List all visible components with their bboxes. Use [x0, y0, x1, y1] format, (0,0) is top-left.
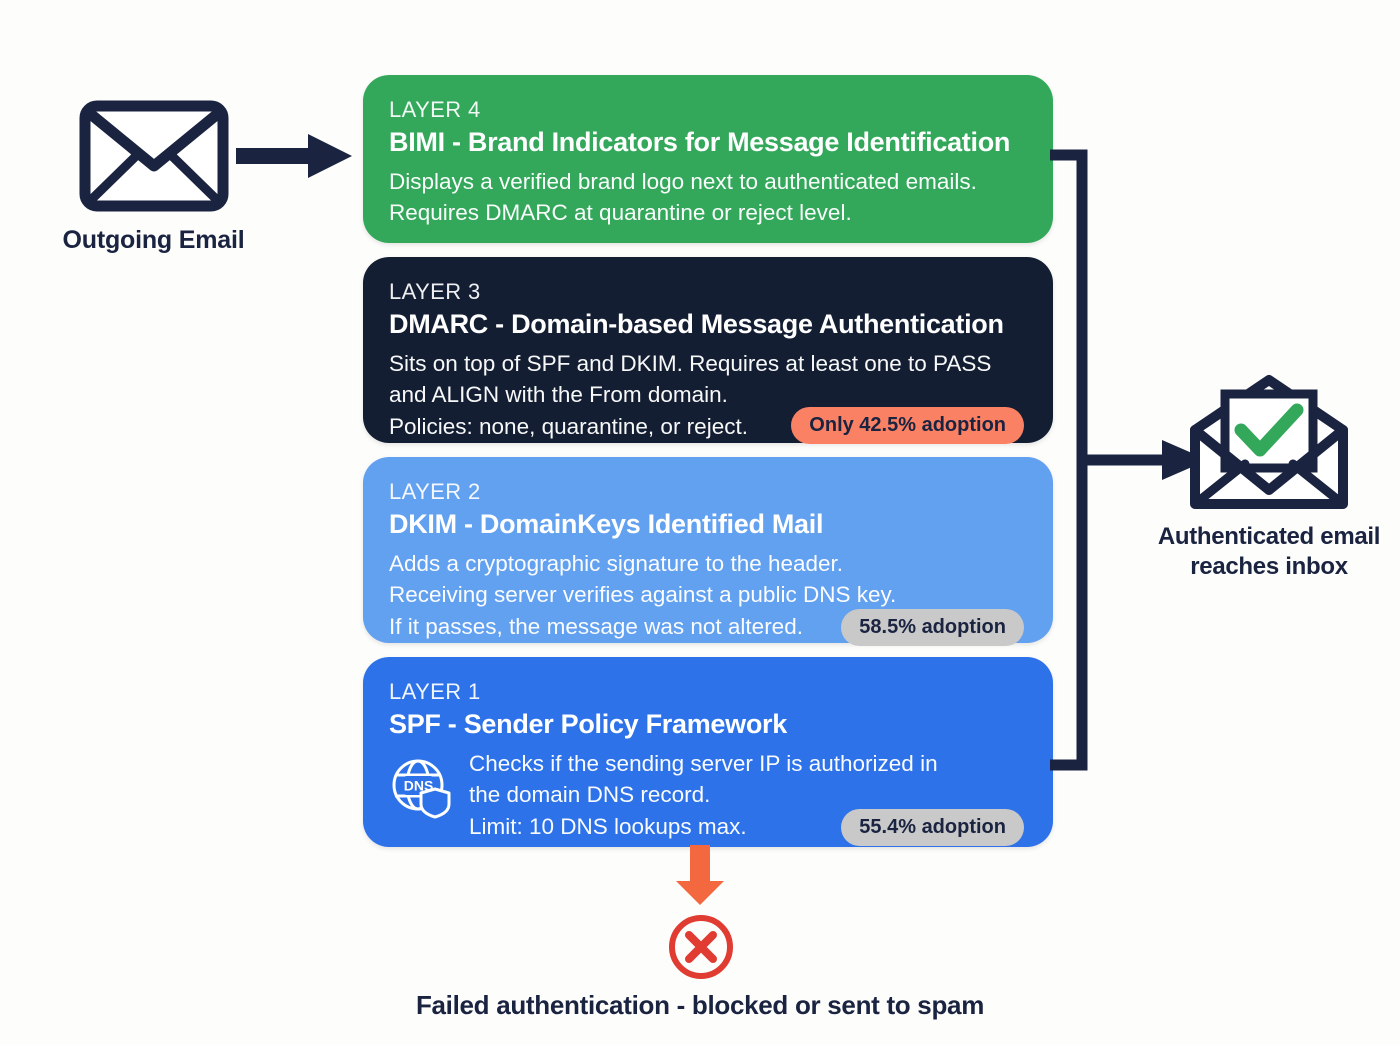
layer-kicker: LAYER 3 [389, 279, 481, 304]
source-caption: Outgoing Email [62, 226, 245, 254]
layer-title: DKIM - DomainKeys Identified Mail [389, 509, 824, 540]
status-badge-dmarc-adoption: Only 42.5% adoption [791, 407, 1024, 445]
layer-desc-line: Sits on top of SPF and DKIM. Requires at… [389, 350, 992, 376]
arrow-right-icon [236, 132, 354, 185]
layer-desc-line: Requires DMARC at quarantine or reject l… [389, 200, 852, 226]
layer-desc-line: and ALIGN with the From domain. [389, 382, 728, 408]
layer-desc-line: Receiving server verifies against a publ… [389, 582, 897, 608]
layer-card-bimi[interactable]: LAYER 4 BIMI - Brand Indicators for Mess… [363, 75, 1053, 243]
envelope-icon [46, 100, 261, 212]
layer-desc-line: Limit: 10 DNS lookups max. [469, 813, 747, 839]
success-node: Authenticated email reaches inbox [1155, 372, 1383, 582]
layer-kicker: LAYER 1 [389, 679, 481, 704]
layer-desc-line: Checks if the sending server IP is autho… [469, 750, 938, 776]
layer-desc-line: Adds a cryptographic signature to the he… [389, 550, 844, 576]
layer-description: Sits on top of SPF and DKIM. Requires at… [389, 348, 1027, 443]
envelope-check-icon [1155, 372, 1383, 512]
layer-desc-line: the domain DNS record. [469, 782, 711, 808]
bracket-connector [1047, 140, 1240, 785]
layer-description: Displays a verified brand logo next to a… [389, 166, 1027, 229]
status-badge-dkim-adoption: 58.5% adoption [841, 609, 1024, 647]
layer-card-dkim[interactable]: LAYER 2 DKIM - DomainKeys Identified Mai… [363, 457, 1053, 647]
layer-title: SPF - Sender Policy Framework [389, 709, 787, 740]
layer-kicker: LAYER 4 [389, 97, 481, 122]
layer-card-spf[interactable]: LAYER 1 SPF - Sender Policy Framework DN… [363, 657, 1053, 847]
source-node: Outgoing Email [46, 100, 261, 255]
layer-desc-line: If it passes, the message was not altere… [389, 613, 803, 639]
layer-description: Checks if the sending server IP is autho… [469, 748, 938, 843]
layer-title: BIMI - Brand Indicators for Message Iden… [389, 127, 1011, 158]
layer-card-dmarc[interactable]: LAYER 3 DMARC - Domain-based Message Aut… [363, 257, 1053, 445]
layer-desc-line: Displays a verified brand logo next to a… [389, 168, 977, 194]
layer-desc-line: Policies: none, quarantine, or reject. [389, 413, 748, 439]
svg-text:DNS: DNS [404, 777, 434, 793]
layer-title: DMARC - Domain-based Message Authenticat… [389, 309, 1004, 340]
layer-kicker: LAYER 2 [389, 479, 481, 504]
success-caption: Authenticated email reaches inbox [1155, 522, 1383, 582]
success-caption-line1: Authenticated email [1157, 523, 1381, 550]
layer-description: Adds a cryptographic signature to the he… [389, 548, 1027, 643]
dns-globe-shield-icon: DNS [389, 748, 453, 825]
circle-x-icon [666, 912, 736, 987]
arrow-down-icon [672, 845, 728, 912]
failure-caption: Failed authentication - blocked or sent … [415, 990, 985, 1020]
status-badge-spf-adoption: 55.4% adoption [841, 809, 1024, 847]
success-caption-line2: reaches inbox [1190, 553, 1348, 580]
